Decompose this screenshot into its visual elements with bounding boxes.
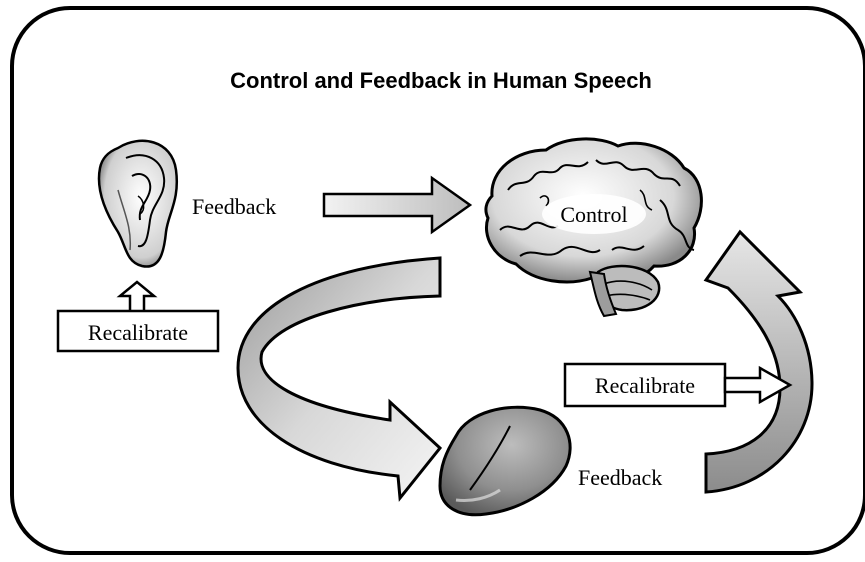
ear-feedback-label: Feedback <box>192 194 276 219</box>
ear-recalibrate-box <box>56 309 220 353</box>
brain-to-tongue-arrow <box>236 256 443 502</box>
ear-recalibrate-label: Recalibrate <box>88 320 188 345</box>
tongue-recalibrate-arrow <box>723 365 793 405</box>
brain-icon <box>484 137 703 318</box>
brain-control-label: Control <box>560 202 627 227</box>
ear-recalibrate-arrow <box>116 280 158 314</box>
ear-to-brain-arrow <box>322 175 473 235</box>
diagram-title: Control and Feedback in Human Speech <box>230 68 652 93</box>
tongue-recalibrate-label: Recalibrate <box>595 373 695 398</box>
tongue-icon <box>438 405 572 517</box>
tongue-to-brain-arrow <box>703 229 814 494</box>
tongue-feedback-label: Feedback <box>578 465 662 490</box>
ear-icon <box>97 139 179 268</box>
tongue-recalibrate-box <box>563 362 727 408</box>
